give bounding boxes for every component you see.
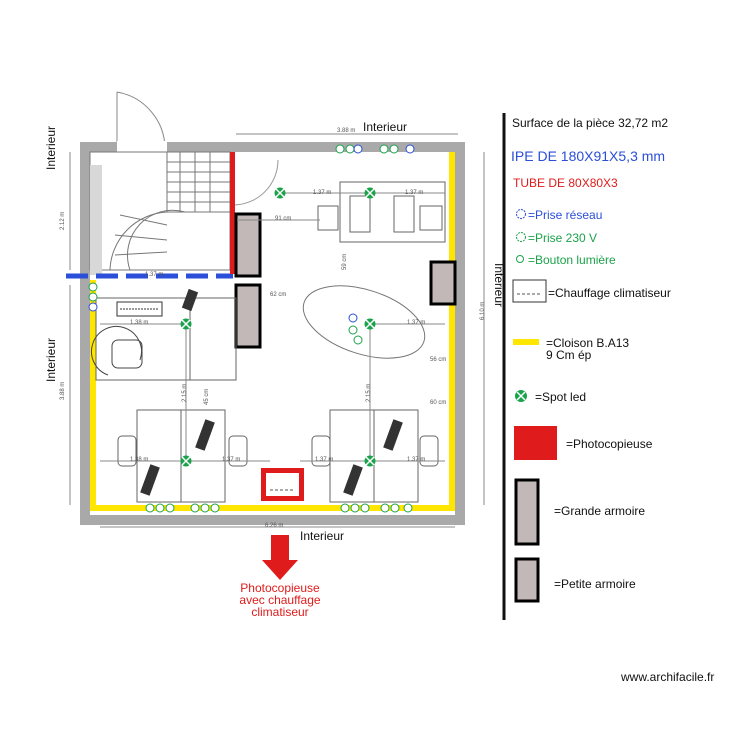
dim-label: 1.38 m xyxy=(130,320,149,326)
dim-label: 59 cm xyxy=(342,253,348,270)
large-cabinets xyxy=(234,212,262,349)
legend-ipe: IPE DE 180X91X5,3 mm xyxy=(511,148,666,164)
footer-site[interactable]: www.archifacile.fr xyxy=(621,670,715,684)
desks-top-right xyxy=(317,181,446,243)
keyboards xyxy=(140,288,403,496)
label-interior-left-top: Interieur xyxy=(44,125,58,170)
dim-top-width: 3.88 m xyxy=(337,128,356,134)
dim-label: 91 cm xyxy=(275,216,292,222)
dim-left-lower: 3.88 m xyxy=(60,381,66,400)
spot-led-icon xyxy=(364,318,376,330)
inner-door xyxy=(232,159,279,206)
spot-led-icon xyxy=(364,187,376,199)
label-interior-top: Interieur xyxy=(363,120,408,134)
partition-walls xyxy=(90,152,455,511)
label-interior-left-bottom: Interieur xyxy=(44,337,58,382)
spot-led-icons xyxy=(180,187,376,467)
dim-label: 1.37 m xyxy=(145,272,164,278)
dim-bottom-width: 6.26 m xyxy=(265,523,284,529)
dim-label: 1.37 m xyxy=(407,320,426,326)
dim-label: 60 cm xyxy=(430,400,447,406)
legend-prise-230: =Prise 230 V xyxy=(528,231,598,245)
dim-label: 1.37 m xyxy=(313,190,332,196)
legend-cloison-1: =Cloison B.A13 xyxy=(546,336,630,350)
spot-led-icon xyxy=(274,187,286,199)
spot-led-icon xyxy=(180,455,192,467)
legend-bouton-lumiere: =Bouton lumière xyxy=(528,253,616,267)
spot-led-icon xyxy=(180,318,192,330)
legend-tube: TUBE DE 80X80X3 xyxy=(513,176,618,190)
dim-label: 56 cm xyxy=(430,357,447,363)
legend-grande-armoire: =Grande armoire xyxy=(554,504,646,518)
copier-note-line: avec chauffage xyxy=(239,593,321,607)
label-interior-bottom: Interieur xyxy=(300,529,345,543)
dim-label: 1.37 m xyxy=(407,457,426,463)
small-cabinet xyxy=(429,260,457,306)
dim-label: 1.37 m xyxy=(222,457,241,463)
label-interior-right: Interieur xyxy=(492,263,506,308)
dim-label: 62 cm xyxy=(270,292,287,298)
desks-bottom xyxy=(117,409,439,503)
dim-label: 1.38 m xyxy=(130,457,149,463)
tube-post xyxy=(230,152,235,274)
copier-note: Photocopieuse avec chauffage climatiseur xyxy=(222,582,338,618)
dim-label: 1.37 m xyxy=(315,457,334,463)
dim-label: 2.15 m xyxy=(182,383,188,402)
meeting-table xyxy=(302,285,426,359)
photocopier xyxy=(261,468,304,501)
legend-cloison-2: 9 Cm ép xyxy=(546,348,592,362)
reception-desk xyxy=(91,297,237,381)
dim-label: 2.15 m xyxy=(366,383,372,402)
legend-swatches xyxy=(512,209,557,603)
exterior-walls xyxy=(80,142,465,525)
copier-note-line: Photocopieuse xyxy=(240,581,320,595)
spot-led-icon xyxy=(364,455,376,467)
staircase xyxy=(89,151,231,275)
dim-label: 45 cm xyxy=(204,388,210,405)
legend-petite-armoire: =Petite armoire xyxy=(554,577,636,591)
legend-spot-led: =Spot led xyxy=(535,390,587,404)
dim-right-height: 6.10 m xyxy=(480,301,486,320)
legend-prise-reseau: =Prise réseau xyxy=(528,208,603,222)
legend-chauffage: =Chauffage climatiseur xyxy=(548,286,671,300)
down-arrow-icon xyxy=(262,535,298,580)
legend-surface: Surface de la pièce 32,72 m2 xyxy=(512,116,669,130)
dimension-lines xyxy=(69,133,485,528)
dim-left-upper: 2.12 m xyxy=(60,211,66,230)
dim-label: 1.37 m xyxy=(405,190,424,196)
socket-icons xyxy=(88,144,415,513)
copier-note-line: climatiseur xyxy=(251,605,309,619)
legend-photocopieuse: =Photocopieuse xyxy=(566,437,653,451)
